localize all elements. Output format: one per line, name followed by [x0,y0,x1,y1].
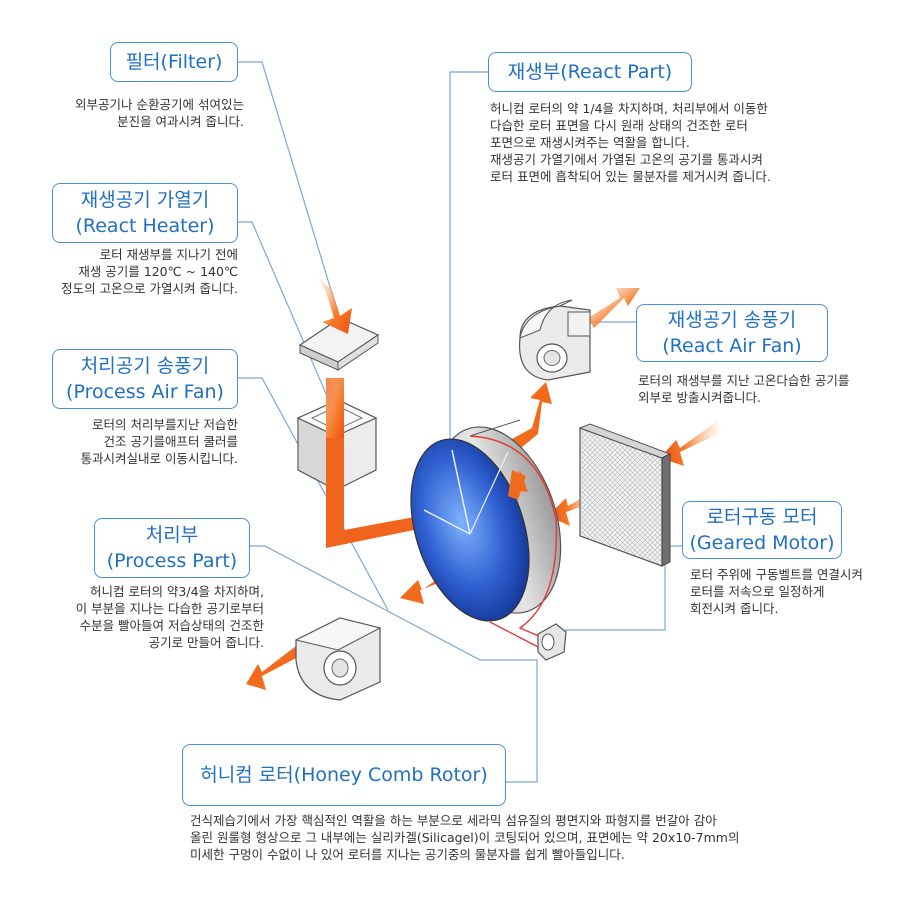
motor-desc-line: 로터를 저속으로 일정하게 [690,584,825,599]
rotor-desc-line: 건식제습기에서 가장 핵심적인 역활을 하는 부분으로 세라믹 섬유질의 평면지… [190,813,717,828]
process-part-desc-line: 공기로 만들어 줍니다. [148,635,264,650]
motor-desc-line: 회전시켜 줍니다. [690,601,779,616]
motor-label: 로터구동 모터 (Geared Motor) [682,501,842,559]
process-fan-body [294,617,382,701]
process-part-desc-line: 이 부분을 지나는 다습한 공기로부터 [75,601,264,616]
react-part-desc: 허니컴 로터의 약 1/4을 차지하며, 처리부에서 이동한 다습한 로터 표면… [490,100,771,185]
filter-title: 필터(Filter) [125,51,223,73]
react-heater-desc-line: 재생 공기를 120℃ ~ 140℃ [78,264,238,279]
react-part-title: 재생부(React Part) [507,61,673,83]
rotor-title: 허니컴 로터(Honey Comb Rotor) [200,764,488,786]
react-part-desc-line: 다습한 로터 표면을 다시 원래 상태의 건조한 로터 [490,118,748,133]
rotor-desc-line: 미세한 구멍이 수없이 나 있어 로터를 지나는 공기중의 물분자를 쉽게 빨아… [190,847,625,862]
process-fan-desc: 로터의 처리부를지난 저습한 건조 공기를애프터 쿨러를 통과시켜실내로 이동시… [81,416,238,467]
react-part-label: 재생부(React Part) [488,52,692,92]
react-heater-desc-line: 로터 재생부를 지나기 전에 [99,247,238,262]
process-part-desc-line: 허니컴 로터의 약3/4을 차지하며, [89,584,264,599]
react-heater-label: 재생공기 가열기 (React Heater) [52,183,238,243]
process-part-title-en: (Process Part) [106,550,238,572]
react-part-desc-line: 포면으로 재생시켜주는 역활을 합니다. [490,135,690,150]
rotor-desc-line: 올린 원룰형 형상으로 그 내부에는 실리카겔(Silicagel)이 코팅되어… [190,830,740,845]
process-fan-label: 처리공기 송풍기 (Process Air Fan) [52,349,238,409]
motor-desc: 로터 주위에 구동벨트를 연결시켜 로터를 저속으로 일정하게 회전시켜 줍니다… [690,566,863,617]
honeycomb-rotor [410,419,562,649]
filter-panel [578,423,672,567]
process-fan-desc-line: 통과시켜실내로 이동시킵니다. [80,451,238,466]
process-part-label: 처리부 (Process Part) [94,518,250,578]
react-fan-title-en: (React Air Fan) [662,335,802,357]
filter-desc-line: 외부공기나 순환공기에 섞여있는 [75,97,244,112]
filter-label: 필터(Filter) [110,42,238,82]
filter-block [298,317,380,371]
process-part-desc: 허니컴 로터의 약3/4을 차지하며, 이 부분을 지나는 다습한 공기로부터 … [76,583,264,651]
process-fan-desc-line: 건조 공기를애프터 쿨러를 [103,434,238,449]
react-fan-body [518,299,591,381]
react-part-desc-line: 로터 표면에 흡착되어 있는 물분자를 제거시켜 줍니다. [490,169,771,184]
filter-desc-line: 분진을 여과시켜 줍니다. [117,114,244,129]
react-fan-desc: 로터의 재생부를 지난 고온다습한 공기를 외부로 방출시켜줍니다. [638,372,849,406]
react-part-desc-line: 허니컴 로터의 약 1/4을 차지하며, 처리부에서 이동한 [490,101,768,116]
rotor-label: 허니컴 로터(Honey Comb Rotor) [182,744,506,806]
motor-desc-line: 로터 주위에 구동벨트를 연결시켜 [690,567,863,582]
rotor-desc: 건식제습기에서 가장 핵심적인 역활을 하는 부분으로 세라믹 섬유질의 평면지… [190,812,739,863]
geared-motor [537,623,567,661]
react-fan-desc-line: 로터의 재생부를 지난 고온다습한 공기를 [638,373,850,388]
react-heater-desc-line: 정도의 고온으로 가열시켜 줍니다. [61,281,238,296]
process-fan-title-ko: 처리공기 송풍기 [80,355,210,377]
filter-desc: 외부공기나 순환공기에 섞여있는 분진을 여과시켜 줍니다. [75,96,244,130]
motor-title-en: (Geared Motor) [689,532,835,554]
react-fan-title-ko: 재생공기 송풍기 [667,309,797,331]
react-part-desc-line: 재생공기 가열기에서 가열된 고온의 공기를 통과시켜 [490,152,763,167]
connector-lines [238,61,682,783]
process-part-desc-line: 수분을 빨아들여 저습상태의 건조한 [79,618,264,633]
motor-title-ko: 로터구동 모터 [706,506,818,528]
process-fan-title-en: (Process Air Fan) [66,381,224,403]
process-fan-desc-line: 로터의 처리부를지난 저습한 [92,417,238,432]
react-fan-desc-line: 외부로 방출시켜줍니다. [638,390,761,405]
react-fan-label: 재생공기 송풍기 (React Air Fan) [636,304,828,362]
process-part-title-ko: 처리부 [145,524,199,546]
react-heater-title-en: (React Heater) [75,215,215,237]
react-heater-desc: 로터 재생부를 지나기 전에 재생 공기를 120℃ ~ 140℃ 정도의 고온… [61,246,238,297]
react-heater-title-ko: 재생공기 가열기 [80,189,210,211]
